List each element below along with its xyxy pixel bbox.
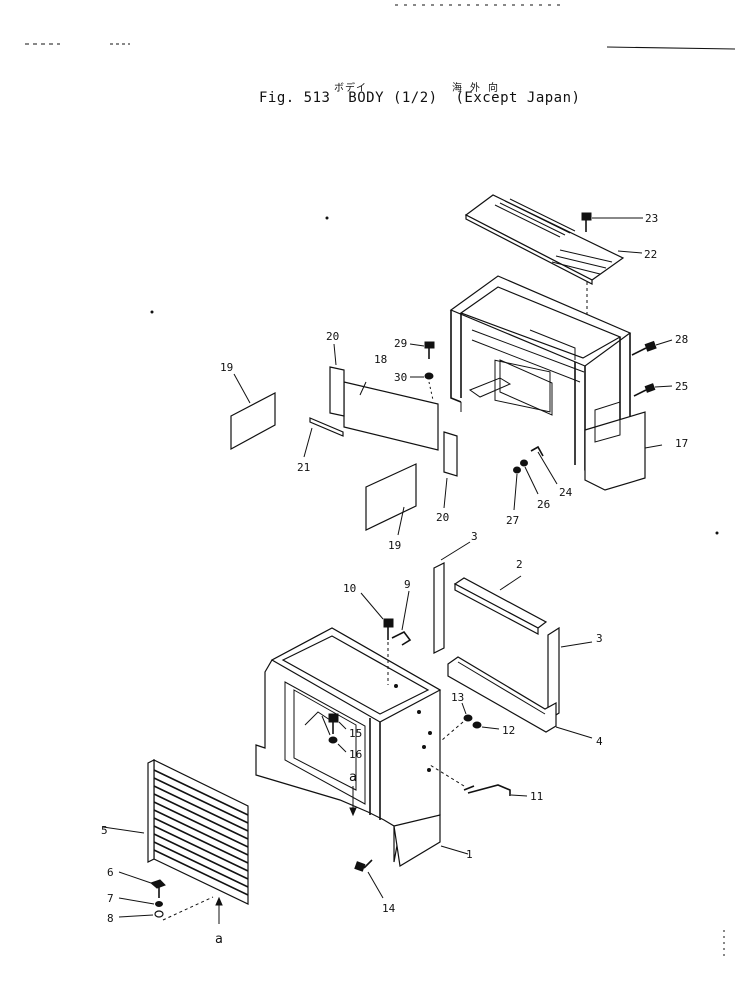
title-japanese-except: 海 外 向 [452, 83, 500, 94]
callout-9: 9 [404, 578, 411, 591]
callout-20-lower: 20 [436, 511, 449, 524]
callout-13: 13 [451, 691, 464, 704]
grille-louvers [153, 769, 249, 896]
strip-21 [303, 417, 344, 458]
grille-5 [102, 759, 249, 905]
bolt-14 [354, 859, 384, 899]
pillar-3-left [433, 541, 471, 654]
callout-11: 11 [530, 790, 543, 803]
callout-15: 15 [349, 727, 362, 740]
callout-25: 25 [675, 380, 688, 393]
pillar-3-right [547, 626, 593, 722]
callout-27: 27 [506, 514, 519, 527]
figure-fraction: (1/2) [392, 90, 438, 106]
callout-17: 17 [675, 437, 688, 450]
washer-8 [118, 896, 214, 921]
callout-30: 30 [394, 371, 407, 384]
upper-frame-17 [449, 275, 663, 491]
glass-18 [343, 381, 439, 451]
figure-name: BODY [348, 90, 385, 106]
callout-10: 10 [343, 582, 356, 595]
base-frame-4 [447, 656, 593, 739]
callout-18: 18 [374, 353, 387, 366]
glass-20-upper [329, 343, 345, 417]
scan-marks [25, 4, 735, 50]
clip-9 [391, 590, 412, 646]
bolt-28 [631, 339, 673, 356]
callout-6: 6 [107, 866, 114, 879]
washer-30 [410, 372, 434, 401]
callout-12: 12 [502, 724, 515, 737]
figure-title: Fig. 513 BODY (1/2) (Except Japan) [259, 90, 580, 106]
bracket-24 [530, 445, 558, 485]
callout-29: 29 [394, 337, 407, 350]
roof-grille [494, 198, 613, 275]
title-japanese-body: ボデイ [334, 83, 367, 94]
washer-7 [118, 897, 163, 907]
callout-8: 8 [107, 912, 114, 925]
ref-arrow-a-upper [349, 786, 357, 817]
glass-20-lower [443, 431, 458, 509]
callout-20-upper: 20 [326, 330, 339, 343]
lower-body-1 [255, 627, 469, 867]
callout-19-lower: 19 [388, 539, 401, 552]
glass-19-lower [365, 463, 417, 536]
callout-24: 24 [559, 486, 573, 499]
callout-labels: 23 22 28 25 17 24 26 27 29 30 20 18 19 2… [101, 212, 688, 947]
bolt-10 [360, 592, 394, 685]
glass-19-upper [230, 373, 276, 451]
washer-26 [520, 459, 539, 495]
handle-11 [429, 764, 528, 797]
washer-16 [328, 736, 347, 753]
body-bolt-holes [394, 684, 432, 772]
washer-13 [461, 702, 473, 722]
nut-27 [513, 466, 521, 511]
scan-specks [150, 216, 725, 960]
beam-2 [453, 575, 548, 635]
bolt-15 [328, 713, 347, 734]
callout-22: 22 [644, 248, 657, 261]
wing-bolt-6 [118, 871, 166, 898]
callout-5: 5 [101, 824, 108, 837]
callout-ref-a-upper: a [349, 770, 357, 785]
callout-23: 23 [645, 212, 658, 225]
figure-number: Fig. 513 [259, 90, 331, 106]
callout-21: 21 [297, 461, 310, 474]
bolt-29 [409, 341, 435, 359]
bolt-25 [633, 383, 673, 397]
callout-28: 28 [675, 333, 688, 346]
nut-12 [441, 721, 500, 741]
callout-2: 2 [516, 558, 523, 571]
bolt-23 [581, 212, 643, 232]
callout-ref-a-lower: a [215, 932, 223, 947]
callout-1: 1 [466, 848, 473, 861]
callout-3-right: 3 [596, 632, 603, 645]
callout-3-left: 3 [471, 530, 478, 543]
figure-qualifier: (Except Japan) [455, 90, 581, 106]
callout-26: 26 [537, 498, 550, 511]
callout-19-upper: 19 [220, 361, 233, 374]
callout-14: 14 [382, 902, 396, 915]
callout-4: 4 [596, 735, 603, 748]
callout-16: 16 [349, 748, 362, 761]
roof-cover-22 [464, 194, 625, 320]
ref-arrow-a-lower [215, 896, 223, 924]
callout-7: 7 [107, 892, 114, 905]
